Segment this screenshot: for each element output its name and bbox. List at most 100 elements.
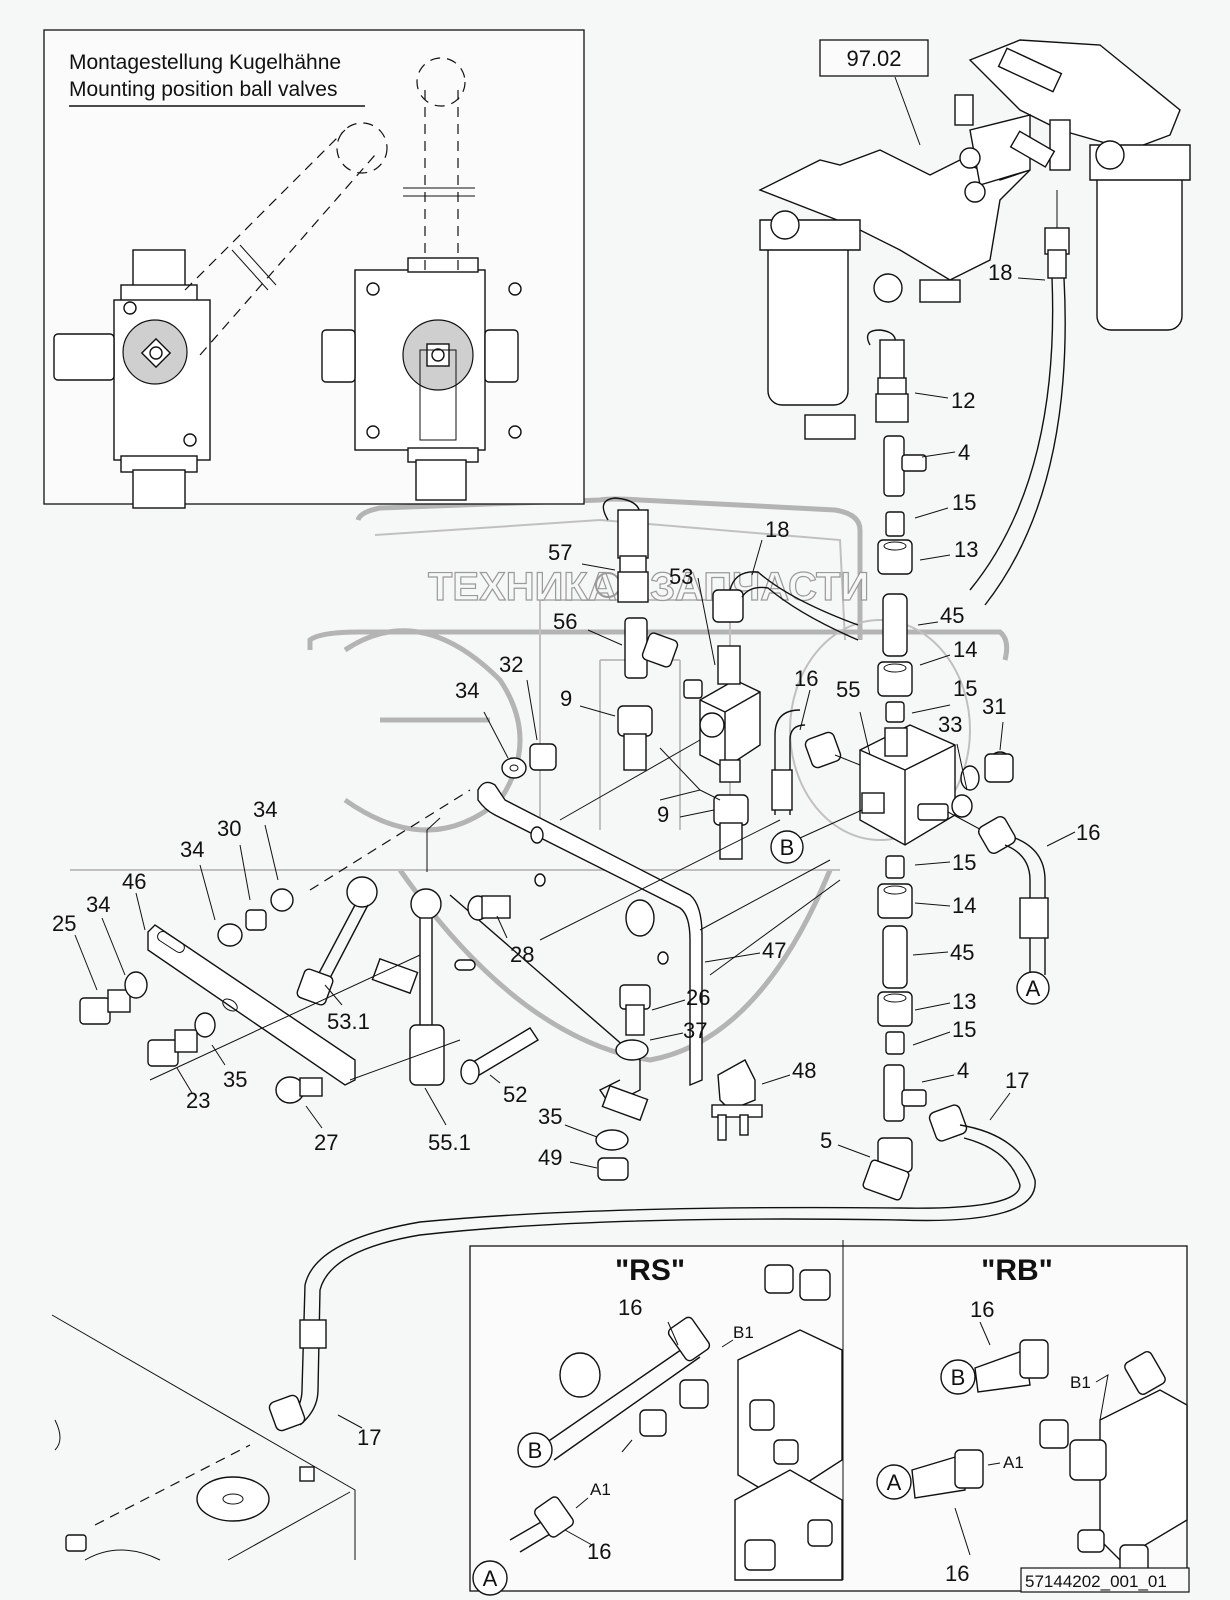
ball-valve-upright-shape (321, 329, 356, 383)
ball-valve-upright-shape (407, 257, 479, 273)
fitting-stack-upper-shape (877, 539, 913, 575)
callout-34-c: 34 (180, 837, 204, 862)
ball-valve-upright-shape (431, 348, 445, 362)
lever-assembly-stroke (149, 954, 461, 1081)
callouts-stroke (489, 1074, 501, 1084)
callouts-stroke (761, 1074, 791, 1085)
callout-35-b: 35 (538, 1104, 562, 1129)
lever-assembly-shape (79, 997, 111, 1025)
variant-rs-drawing-stroke (737, 1329, 843, 1501)
filter-assembly-shape (873, 273, 903, 303)
callout-18-top: 18 (988, 260, 1012, 285)
port-markers-stroke (721, 1339, 734, 1348)
filter-assembly-shape (919, 279, 961, 303)
callout-16-mid: 16 (794, 666, 818, 691)
callout-37: 37 (683, 1018, 707, 1043)
fitting-stack-lower-shape (877, 991, 913, 1027)
port-marker-b-rb-label: B (951, 1365, 966, 1390)
inset-ball-valves: Montagestellung Kugelhähne Mounting posi… (43, 29, 585, 509)
variant-rs-drawing-stroke (539, 1344, 701, 1461)
callout-31: 31 (982, 694, 1006, 719)
variant-rs-drawing-shape (764, 1264, 794, 1294)
callout-18-mid: 18 (765, 517, 789, 542)
bracket-47-stroke (477, 781, 703, 1087)
valve-assembly-53 (501, 497, 1014, 860)
callout-15-b: 15 (953, 676, 977, 701)
callout-49: 49 (538, 1145, 562, 1170)
variant-rs-drawing-shape (749, 1399, 775, 1431)
hose-16-right-shape (1019, 897, 1049, 939)
callout-48: 48 (792, 1058, 816, 1083)
lever-assembly-shape (299, 1077, 323, 1097)
port-marker-b-rs: B (517, 1432, 553, 1468)
fitting-stack-lower-shape (901, 1089, 927, 1107)
callout-25: 25 (52, 911, 76, 936)
hose-17-long-stroke (291, 1137, 1021, 1416)
callout-16-rs-bottom: 16 (587, 1539, 611, 1564)
ball-valve-rotated-shape (123, 301, 137, 315)
lever-assembly-shape (270, 888, 294, 912)
reference-box (819, 39, 929, 77)
callout-15-a: 15 (952, 490, 976, 515)
callout-23: 23 (186, 1088, 210, 1113)
callout-30: 30 (217, 816, 241, 841)
hose-18-long-shape (1047, 249, 1067, 279)
valve-assembly-53-shape (617, 509, 649, 559)
hose-17-long-shape (928, 1104, 968, 1142)
fitting-stack-upper-shape (885, 701, 905, 723)
hose-18-long-stroke (969, 277, 1054, 591)
valve-assembly-53-stroke (729, 571, 859, 626)
filter-assembly-shape (1049, 119, 1071, 171)
filter-assembly-shape (964, 181, 986, 203)
variant-rb-drawing-shape (1039, 1419, 1069, 1449)
callouts-stroke (956, 743, 968, 791)
lever-assembly-shape (222, 998, 238, 1012)
callout-27: 27 (314, 1130, 338, 1155)
lever-assembly-shape (739, 1114, 749, 1136)
lever-assembly-shape (157, 931, 185, 953)
valve-assembly-53-shape (771, 769, 793, 811)
ball-valve-upright-shape (366, 425, 380, 439)
ball-valve-upright-shape (508, 425, 522, 439)
watermark-text-left: ТЕХНИКА (428, 565, 617, 609)
port-marker-a-main-shape (1016, 971, 1050, 1005)
callouts-stroke (914, 902, 951, 907)
filter-assembly-shape (1009, 130, 1056, 168)
fitting-stack-lower-shape (877, 883, 913, 919)
lever-assembly (79, 739, 841, 1181)
callouts-stroke (324, 984, 343, 1006)
valve-assembly-53-shape (617, 571, 649, 603)
ball-valve-upright (321, 57, 522, 501)
port-marker-b-main-stroke (799, 809, 863, 839)
valve-assembly-53-shape (699, 712, 725, 738)
callout-4-top: 4 (958, 440, 970, 465)
variant-rb-drawing-stroke (954, 1507, 971, 1556)
fitting-stack-lower-shape (885, 1031, 905, 1055)
fitting-stack-lower-shape (885, 855, 905, 879)
valve-assembly-53-shape (804, 731, 842, 769)
ball-valve-upright-shape (484, 329, 519, 383)
callout-53-1: 53.1 (327, 1009, 370, 1034)
lever-assembly-shape (597, 1157, 629, 1181)
ball-valve-rotated-shape (120, 284, 198, 302)
callouts-stroke (921, 1074, 955, 1083)
filter-assembly-shape (1096, 159, 1183, 331)
ball-valve-rotated-stroke (239, 244, 277, 286)
variant-insets: "RS" "RB" (469, 1240, 1190, 1593)
port-label-a1-rs: A1 (590, 1480, 611, 1499)
port-marker-a-rs-label: A (483, 1566, 498, 1591)
hydraulic-tank-shape (65, 1534, 87, 1552)
callout-46: 46 (122, 869, 146, 894)
callout-53: 53 (669, 564, 693, 589)
hose-17-long-shape (299, 1319, 327, 1349)
callout-15-d: 15 (952, 1017, 976, 1042)
lever-assembly-stroke (539, 739, 841, 976)
ball-valve-upright-shape (415, 459, 467, 501)
lever-assembly-shape (147, 1039, 179, 1067)
callouts-stroke (135, 892, 146, 931)
filter-assembly-shape (954, 94, 974, 126)
callout-45-top: 45 (940, 603, 964, 628)
ball-valve-upright-shape (419, 349, 457, 441)
valve-block-55-shape (884, 727, 908, 757)
lever-assembly-shape (419, 917, 433, 1029)
